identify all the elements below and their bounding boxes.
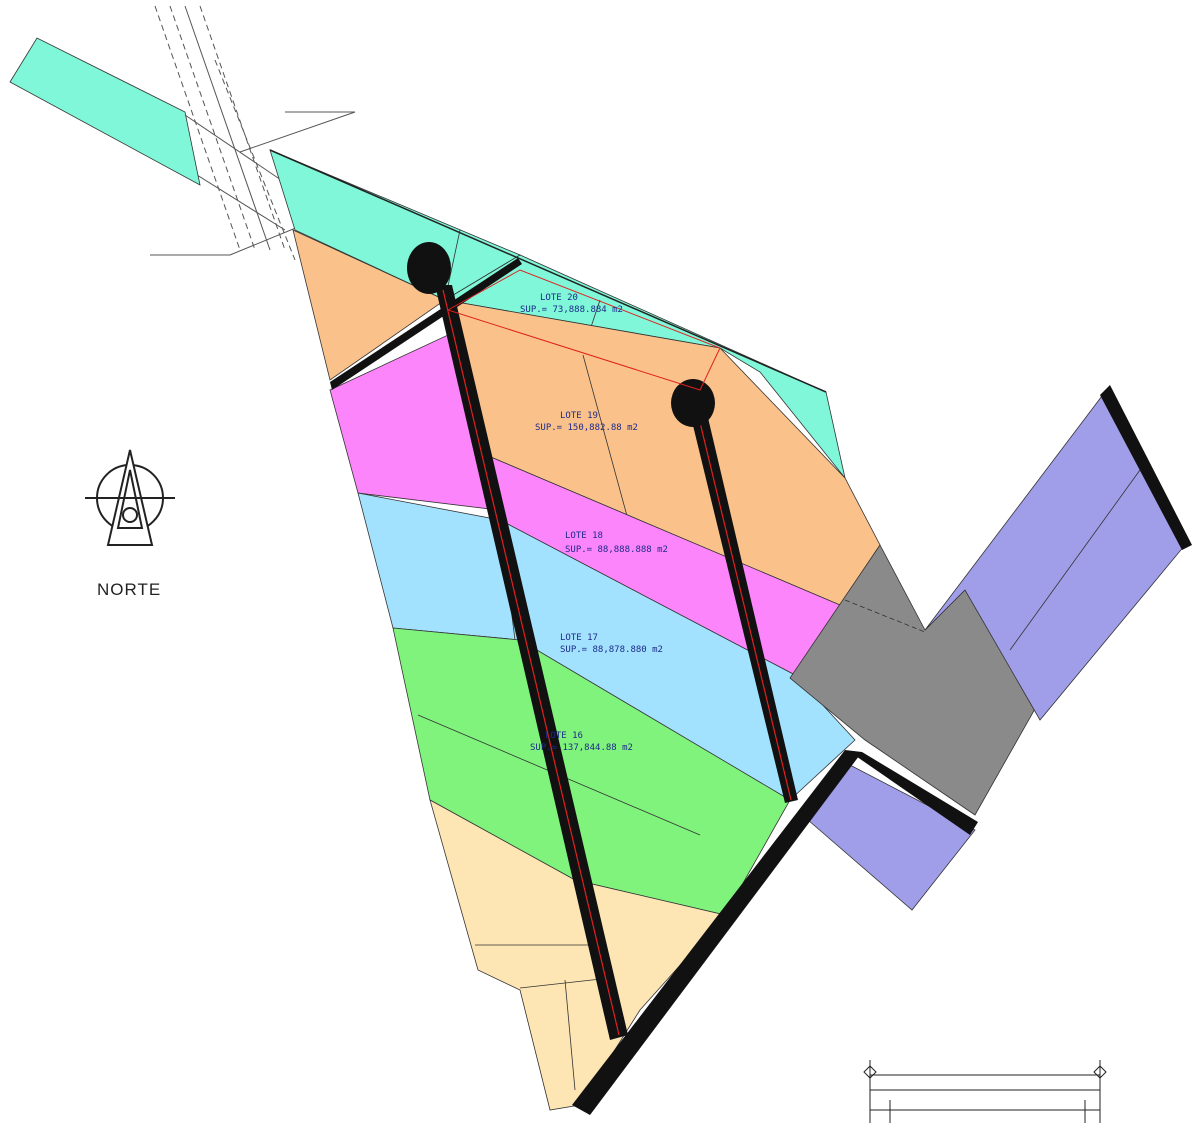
north-arrow-icon [85,449,175,546]
lot-17-area: SUP.= 88,878.880 m2 [560,645,663,655]
north-label: NORTE [97,580,162,599]
lot-18-area: SUP.= 88,888.888 m2 [565,545,668,555]
lot-labels: LOTE 20 SUP.= 73,888.884 m2 LOTE 19 SUP.… [520,293,668,753]
lot-17-title: LOTE 17 [560,633,598,643]
lot-19-title: LOTE 19 [560,411,598,421]
lot-20-title: LOTE 20 [540,293,578,303]
scale-bar [863,1060,1107,1123]
lot-16-title: LOTE 16 [545,731,583,741]
lot-16-area: SUP.= 137,844.88 m2 [530,743,633,753]
lot-20-area: SUP.= 73,888.884 m2 [520,305,623,315]
lot-18-title: LOTE 18 [565,531,603,541]
lot-19-area: SUP.= 150,882.88 m2 [535,423,638,433]
roads [330,242,1192,1115]
